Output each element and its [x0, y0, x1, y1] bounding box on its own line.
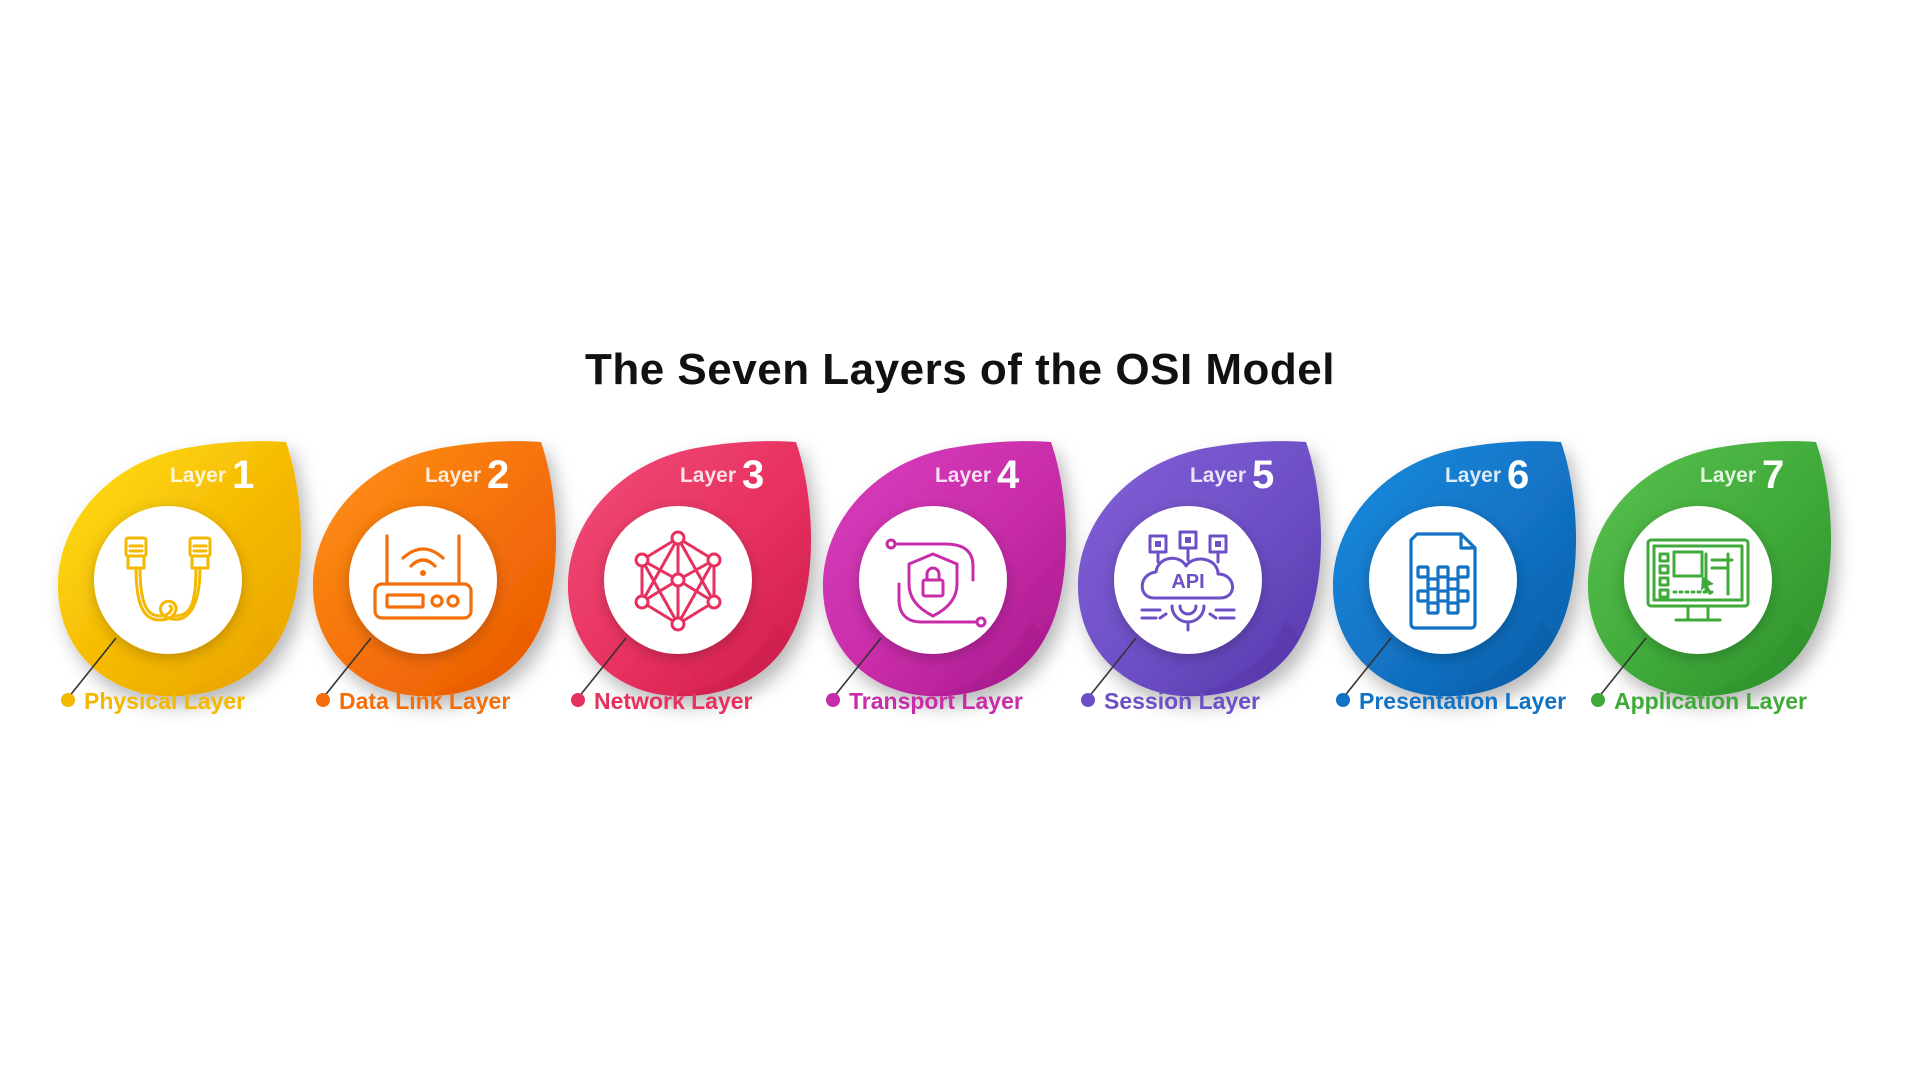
bullet-dot [826, 693, 840, 707]
layer-name: Data Link Layer [339, 688, 510, 714]
layer-label: Layer [680, 464, 736, 487]
layer-number: 3 [742, 453, 764, 497]
connector-line [1342, 637, 1392, 699]
connector-line [67, 637, 117, 699]
bullet-dot [1081, 693, 1095, 707]
icon-circle [1624, 506, 1772, 654]
connector-line [1597, 637, 1647, 699]
layer-label: Layer [935, 464, 991, 487]
layer-number: 7 [1762, 453, 1784, 497]
bullet-dot [1336, 693, 1350, 707]
network-mesh-icon [634, 530, 722, 632]
data-file-icon [1409, 532, 1477, 630]
diagram-title: The Seven Layers of the OSI Model [584, 345, 1336, 394]
layer-name: Physical Layer [84, 688, 245, 714]
bullet-dot [1591, 693, 1605, 707]
router-icon [373, 534, 473, 620]
layer-name: Application Layer [1614, 688, 1807, 714]
layer-name: Presentation Layer [1359, 688, 1566, 714]
layer-number: 1 [232, 453, 254, 497]
desktop-app-icon [1646, 538, 1750, 622]
icon-circle [94, 506, 242, 654]
layer-label: Layer [1445, 464, 1501, 487]
ethernet-cable-icon [124, 536, 212, 622]
svg-text:API: API [1171, 571, 1204, 593]
bullet-dot [316, 693, 330, 707]
api-cloud-icon: API [1140, 530, 1236, 632]
connector-line [832, 637, 882, 699]
bullet-dot [61, 693, 75, 707]
layer-name: Transport Layer [849, 688, 1023, 714]
connector-line [1087, 637, 1137, 699]
layer-number: 6 [1507, 453, 1529, 497]
layer-number: 4 [997, 453, 1020, 497]
layer-number: 2 [487, 453, 509, 497]
layer-label: Layer [1190, 464, 1246, 487]
layer-number: 5 [1252, 453, 1274, 497]
icon-circle [349, 506, 497, 654]
bullet-dot [571, 693, 585, 707]
connector-line [322, 637, 372, 699]
layer-label: Layer [425, 464, 481, 487]
icon-circle [1369, 506, 1517, 654]
connector-line [577, 637, 627, 699]
shield-lock-icon [885, 538, 987, 628]
layer-name: Session Layer [1104, 688, 1260, 714]
layer-name: Network Layer [594, 688, 753, 714]
layer-label: Layer [1700, 464, 1756, 487]
layer-label: Layer [170, 464, 226, 487]
